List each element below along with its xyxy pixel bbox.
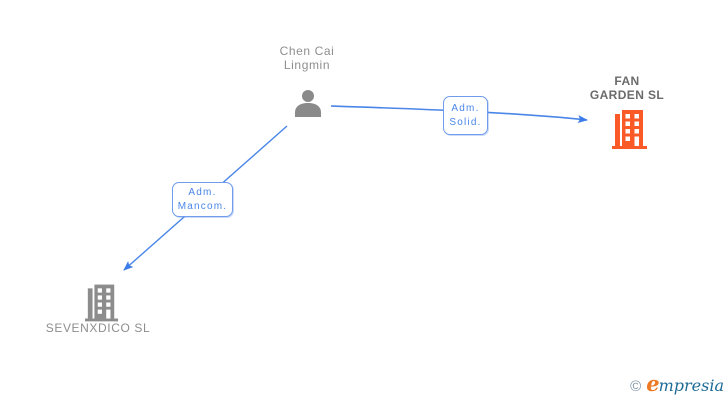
person-node[interactable] [294, 90, 322, 122]
person-name-line2: Lingmin [283, 58, 331, 72]
relationship-box-adm-mancom[interactable]: Adm. Mancom. [172, 182, 233, 217]
person-name-line1: Chen Cai [279, 44, 335, 58]
sevenxdico-name: SEVENXDICO SL [45, 321, 151, 335]
adm-solid-label-line2: Solid. [449, 117, 482, 128]
building-icon-fan-garden [612, 110, 647, 149]
adm-mancom-label-line1: Adm. [188, 187, 217, 198]
person-icon [295, 90, 321, 117]
person-name-label[interactable]: Chen Cai Lingmin [247, 44, 367, 72]
fan-garden-name-line2: GARDEN SL [589, 88, 665, 102]
building-icon-sevenxdico [85, 284, 118, 322]
brand-name: empresia [646, 371, 724, 396]
brand-rest-letters: mpresia [658, 376, 724, 395]
brand-logo[interactable]: © empresia [630, 371, 724, 396]
company-node-sevenxdico[interactable] [85, 283, 118, 327]
adm-mancom-label-line2: Mancom. [177, 201, 228, 212]
company-label-fan-garden[interactable]: FAN GARDEN SL [572, 74, 682, 102]
copyright-icon: © [630, 378, 642, 395]
company-label-sevenxdico[interactable]: SEVENXDICO SL [38, 321, 158, 335]
relationship-box-adm-solid[interactable]: Adm. Solid. [443, 96, 488, 135]
adm-solid-label-line1: Adm. [451, 103, 480, 114]
fan-garden-name-line1: FAN [614, 74, 640, 88]
brand-first-letter: e [646, 371, 660, 396]
company-node-fan-garden[interactable] [612, 109, 647, 154]
